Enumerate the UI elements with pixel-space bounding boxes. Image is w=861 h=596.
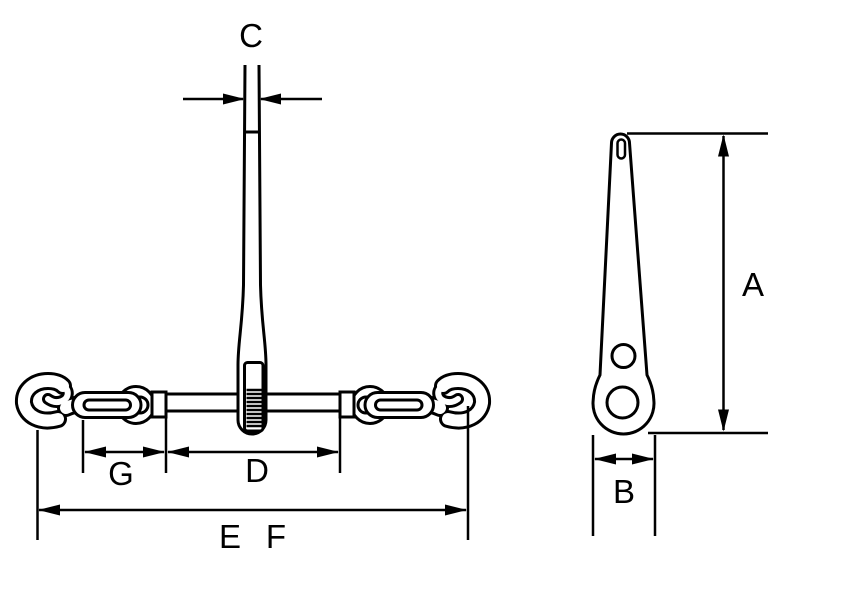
arrowhead-g-left xyxy=(84,446,106,458)
load-binder-side-view xyxy=(24,64,482,436)
arrowhead-d-left xyxy=(167,446,189,458)
dimension-b: B xyxy=(591,435,657,536)
dimension-label-d: D xyxy=(245,452,269,489)
arrowhead-c-left xyxy=(223,93,245,105)
binder-handle xyxy=(236,64,268,436)
dimension-label-b: B xyxy=(613,473,635,510)
arrowhead-d-right xyxy=(317,446,339,458)
dimension-e-f: E F xyxy=(36,406,470,555)
arrowhead-b-left xyxy=(594,453,616,465)
lever-outline xyxy=(591,132,656,436)
arrowhead-g-right xyxy=(143,446,165,458)
arrowhead-a-bottom xyxy=(718,409,729,432)
dimension-label-f: F xyxy=(266,518,286,555)
dimension-label-a: A xyxy=(742,266,764,303)
dimension-label-e: E xyxy=(219,518,241,555)
ratchet-teeth xyxy=(246,388,262,428)
arrowhead-ef-left xyxy=(38,504,60,516)
ratchet-wheel xyxy=(243,361,265,433)
dimension-c: C xyxy=(183,17,322,105)
dimension-label-c: C xyxy=(239,17,263,54)
right-chain-assembly xyxy=(340,381,482,424)
lever-tip-slot xyxy=(616,138,627,160)
arrowhead-c-right xyxy=(259,93,281,105)
dimension-a: A xyxy=(627,132,768,435)
lever-pin-hole xyxy=(610,343,637,369)
handle-front-view xyxy=(591,132,656,436)
dimension-label-g: G xyxy=(108,455,134,492)
arrowhead-b-right xyxy=(632,453,654,465)
arrowhead-a-top xyxy=(718,134,729,157)
dimension-g-d: G D xyxy=(81,414,342,492)
lever-boss-hole xyxy=(605,385,640,420)
arrowhead-ef-right xyxy=(445,504,467,516)
left-chain-assembly xyxy=(24,381,166,424)
